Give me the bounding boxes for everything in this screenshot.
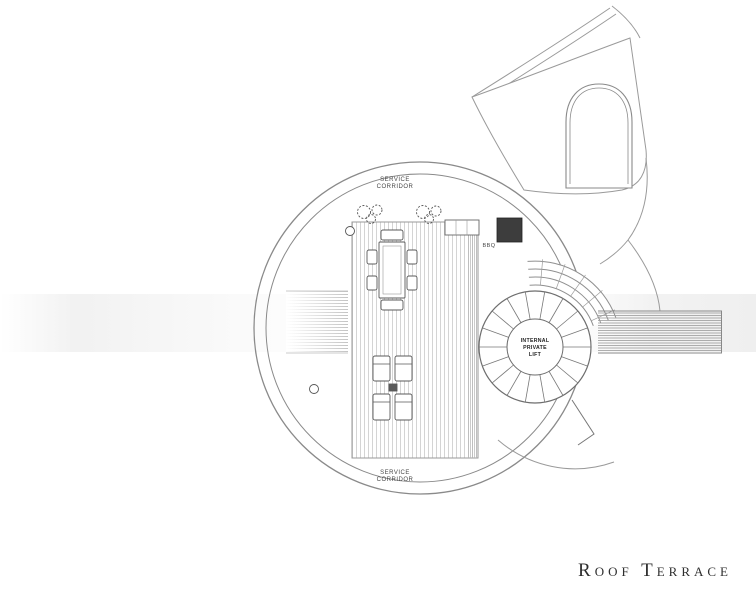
lobby-step-line: [555, 264, 566, 289]
right-wall-connector: [627, 239, 661, 312]
column-icon: [309, 384, 319, 394]
bbq-area: [444, 217, 523, 243]
label-lift: LIFT: [529, 352, 542, 358]
label-bbq: BBQ: [482, 243, 495, 249]
chair-icon: [366, 275, 378, 291]
lobby-arc: [529, 284, 594, 326]
column-icon: [345, 226, 355, 236]
arch-skylight-inner: [569, 87, 629, 184]
lift-core: [478, 290, 592, 404]
arch-skylight-outer: [565, 83, 633, 189]
bbq-counter: [444, 219, 480, 236]
chair-icon: [380, 299, 404, 311]
sweeping-wall-cap: [611, 5, 641, 39]
dining-table-inner: [382, 245, 402, 295]
lounger-icon: [394, 355, 413, 382]
bottom-right-details: [497, 399, 615, 470]
lounger-icon: [372, 355, 391, 382]
lobby-arc: [528, 276, 602, 324]
right-wall-outline: [599, 157, 648, 265]
label-service-corridor-top: SERVICE: [380, 177, 410, 183]
plant-icon: [366, 214, 376, 224]
lounger-icon: [394, 393, 413, 421]
label-service-corridor-bottom: SERVICE: [380, 470, 410, 476]
plant-icon: [424, 214, 434, 224]
right-hatch-band: [598, 310, 722, 354]
spiral-stair-treads: [478, 291, 591, 403]
plant-icon: [371, 204, 383, 216]
lobby-lower-curve: [497, 439, 615, 470]
lobby-step-line: [570, 274, 586, 297]
deck-edge-strip: [467, 222, 478, 458]
lounger-icon: [372, 393, 391, 421]
arch-skylight: [565, 83, 633, 189]
loungers: [372, 355, 413, 421]
lobby-step-line: [582, 290, 603, 308]
lobby-arc: [527, 260, 617, 318]
label-service-corridor-top: CORRIDOR: [377, 184, 414, 190]
bbq-counter-dividers: [455, 220, 468, 235]
side-table-icon: [388, 383, 398, 392]
chair-icon: [380, 229, 404, 241]
plan-title: Roof Terrace: [578, 560, 732, 581]
chair-icon: [366, 249, 378, 265]
left-hatch-band: [286, 290, 348, 354]
plant-icon: [357, 205, 371, 219]
chair-icon: [406, 275, 418, 291]
lobby-arc: [528, 268, 609, 321]
label-service-corridor-bottom: CORRIDOR: [377, 477, 414, 483]
bbq-unit: [496, 217, 523, 243]
plan-labels: SERVICE CORRIDOR SERVICE CORRIDOR BBQ IN…: [377, 177, 550, 483]
lobby-step-line: [540, 259, 544, 286]
planting: [357, 204, 442, 224]
label-lift: INTERNAL: [521, 338, 550, 344]
right-band-edges: [598, 310, 722, 354]
sweeping-wall-outer: [471, 7, 611, 98]
plant-icon: [430, 205, 442, 217]
door-swing: [571, 399, 595, 446]
lift-inner-circle: [506, 318, 564, 376]
dining-set: [366, 229, 418, 311]
plant-icon: [416, 205, 430, 219]
label-lift: PRIVATE: [523, 345, 547, 351]
chair-icon: [406, 249, 418, 265]
